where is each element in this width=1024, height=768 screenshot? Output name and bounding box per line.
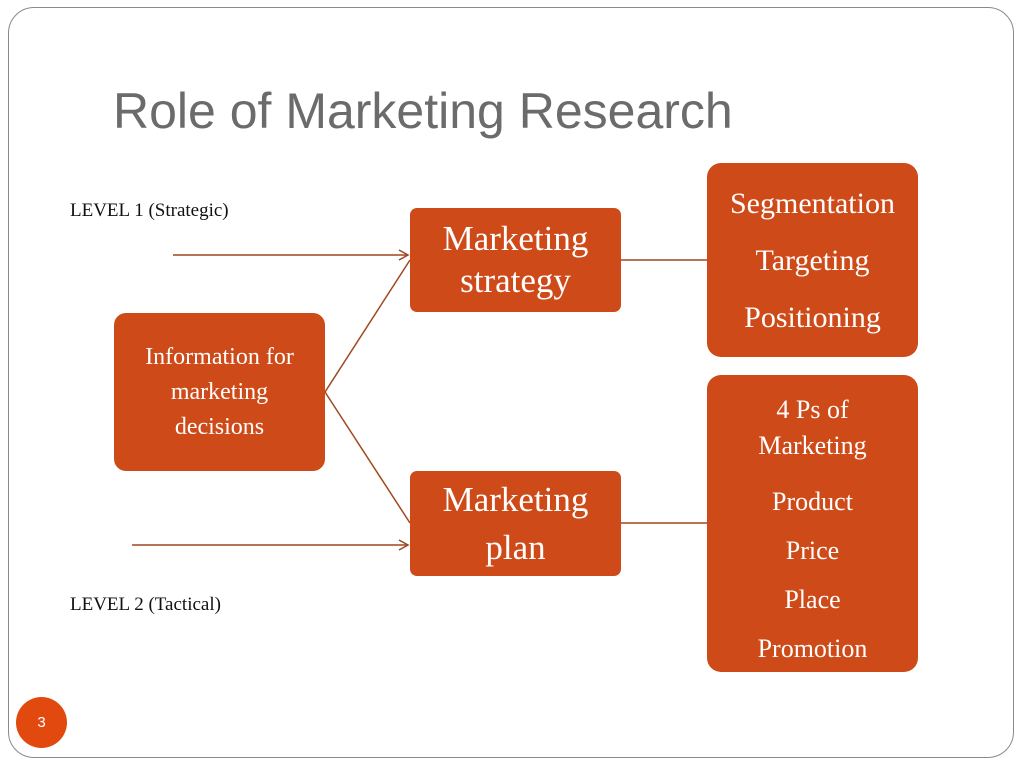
marketing-strategy-line-2: strategy bbox=[460, 261, 571, 300]
stp-item-positioning: Positioning bbox=[744, 300, 881, 334]
four-ps-item-promotion: Promotion bbox=[757, 634, 868, 663]
four-ps-item-place: Place bbox=[784, 585, 841, 614]
four-ps-heading: 4 Ps of Marketing bbox=[758, 392, 866, 464]
four-ps-heading-line-2: Marketing bbox=[758, 431, 867, 460]
marketing-plan-line-1: Marketing bbox=[442, 479, 589, 519]
page-number-badge: 3 bbox=[16, 697, 67, 748]
four-ps-heading-line-1: 4 Ps of bbox=[776, 395, 849, 424]
slide-title: Role of Marketing Research bbox=[113, 83, 733, 139]
marketing-strategy-box: Marketing strategy bbox=[410, 208, 621, 312]
information-box-line-1: Information for bbox=[145, 343, 294, 370]
stp-item-segmentation: Segmentation bbox=[730, 186, 895, 220]
slide-frame bbox=[8, 7, 1014, 758]
four-ps-item-product: Product bbox=[772, 487, 853, 516]
marketing-plan-box: Marketing plan bbox=[410, 471, 621, 576]
level-2-label: LEVEL 2 (Tactical) bbox=[70, 594, 221, 615]
information-box-line-2: marketing bbox=[170, 378, 269, 405]
marketing-strategy-line-1: Marketing bbox=[442, 219, 589, 258]
info-to-strategy-branch bbox=[324, 259, 411, 393]
information-box-line-3: decisions bbox=[174, 413, 265, 440]
level-1-label: LEVEL 1 (Strategic) bbox=[70, 200, 229, 221]
marketing-plan-line-2: plan bbox=[485, 527, 546, 567]
stp-item-targeting: Targeting bbox=[755, 243, 870, 277]
stp-box: Segmentation Targeting Positioning bbox=[707, 163, 918, 357]
info-to-plan-branch bbox=[324, 391, 411, 524]
information-box: Information for marketing decisions bbox=[114, 313, 325, 471]
four-ps-box: 4 Ps of Marketing Product Price Place Pr… bbox=[707, 375, 918, 672]
four-ps-item-price: Price bbox=[785, 536, 840, 565]
